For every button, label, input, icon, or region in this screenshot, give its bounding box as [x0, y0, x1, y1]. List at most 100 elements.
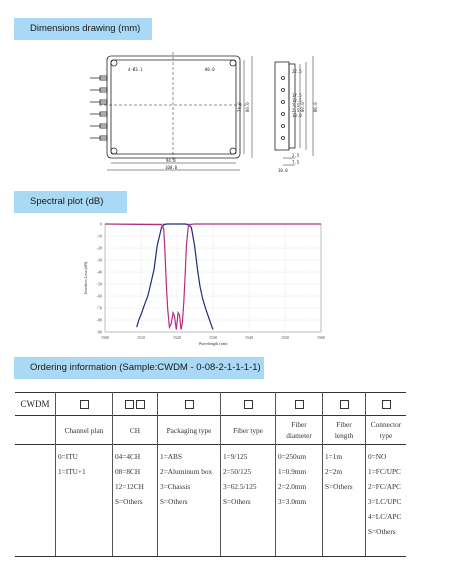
side-bottom-dim: 2.5	[292, 153, 300, 158]
code-box-channel[interactable]	[55, 392, 113, 416]
side-dim: 7.5	[292, 103, 300, 108]
option-text: 1=0.9mm	[278, 467, 307, 476]
dim-height-inner: 74.0	[237, 102, 242, 112]
x-tick-label: 1510	[137, 335, 145, 340]
checkbox[interactable]	[136, 399, 145, 409]
side-dim: 2.5	[292, 108, 300, 113]
column-header-text: diameter	[286, 431, 312, 440]
option-text: 3=LC/UPC	[368, 497, 402, 506]
side-bottom-dim: 10.0	[278, 168, 288, 173]
code-box-connector[interactable]	[365, 392, 406, 416]
column-header: Channel plan	[55, 415, 113, 445]
x-axis-label: Wavelength (nm)	[198, 341, 228, 346]
option-text: 12=12CH	[115, 482, 144, 491]
column-header: Fiber diameter	[275, 415, 323, 445]
code-box-ch[interactable]	[112, 392, 158, 416]
series-line-1	[136, 223, 214, 330]
code-box-fiber-length[interactable]	[322, 392, 366, 416]
option-text: S=Others	[160, 497, 188, 506]
column-header-text: Connector	[370, 420, 402, 429]
column-header-text: type	[379, 431, 393, 440]
checkbox[interactable]	[79, 399, 89, 409]
dimensions-section-title: Dimensions drawing (mm)	[14, 18, 152, 40]
checkbox[interactable]	[184, 399, 194, 409]
side-dim: 22.5	[292, 69, 302, 74]
option-text: 2=2.0mm	[278, 482, 307, 491]
y-tick-label: -30	[97, 258, 102, 263]
x-tick-label: 1560	[317, 335, 325, 340]
header-row: Channel plan CH Packaging type Fiber type Fi…	[15, 415, 406, 445]
column-header-text: Fiber	[336, 420, 352, 429]
y-axis-label: Insertion Loss (dB)	[83, 261, 88, 294]
option-text: 2=Aluminum box	[160, 467, 213, 476]
product-prefix: CWDM	[15, 392, 56, 416]
option-text: 2=50/125	[223, 467, 252, 476]
x-tick-label: 1550	[281, 335, 289, 340]
y-tick-label: -20	[97, 246, 102, 251]
code-box-fiber-type[interactable]	[220, 392, 276, 416]
mount-hole	[110, 59, 118, 67]
option-text: 2=2m	[325, 467, 343, 476]
option-text: 3=62.5/125	[223, 482, 257, 491]
option-text: S=Others	[115, 497, 143, 506]
column-options: 04=4CH 08=8CH 12=12CH S=Others	[112, 444, 158, 557]
option-text: S=Others	[223, 497, 251, 506]
column-header-text: Packaging type	[166, 425, 212, 435]
code-box-fiber-diameter[interactable]	[275, 392, 323, 416]
dimensions-drawing: 4-Ø3.1 80.0 74.0 80.0 94.0 100.0 22.5 17…	[90, 52, 318, 173]
side-height-inner: 80.0	[300, 102, 305, 112]
option-text: 0=NO	[368, 452, 387, 461]
option-text: 1=ABS	[160, 452, 182, 461]
checkbox[interactable]	[339, 399, 349, 409]
column-header: Packaging type	[157, 415, 221, 445]
option-text: S=Others	[368, 527, 396, 536]
option-text: S=Others	[325, 482, 353, 491]
option-text: 1=FC/UPC	[368, 467, 401, 476]
column-header-text: CH	[129, 425, 141, 435]
x-tick-label: 1500	[101, 335, 109, 340]
side-bottom-dim: 7.5	[292, 160, 300, 165]
side-dim: 12.5	[292, 98, 302, 103]
mount-hole	[229, 147, 237, 155]
y-tick-label: -90	[97, 330, 102, 335]
series-line-2	[104, 223, 321, 330]
y-tick-label: -10	[97, 234, 102, 239]
option-text: 04=4CH	[115, 452, 141, 461]
checkbox[interactable]	[243, 399, 253, 409]
dim-width-inner: 94.0	[166, 158, 176, 163]
side-height-outer: 86.0	[313, 102, 318, 112]
spectral-section-title: Spectral plot (dB)	[14, 191, 127, 213]
checkbox[interactable]	[381, 399, 391, 409]
option-text: 2=FC/APC	[368, 482, 401, 491]
column-header: CH	[112, 415, 158, 445]
option-text: 1=1m	[325, 452, 343, 461]
code-row: CWDM	[15, 392, 406, 416]
column-header: Connector type	[365, 415, 406, 445]
mount-hole	[110, 147, 118, 155]
box-outline	[106, 55, 241, 159]
option-text: 0=250um	[278, 452, 307, 461]
checkbox[interactable]	[294, 399, 304, 409]
column-header-text: Channel plan	[64, 425, 104, 435]
checkbox[interactable]	[125, 399, 134, 409]
dim-height-outer: 80.0	[245, 102, 250, 112]
option-text: 08=8CH	[115, 467, 141, 476]
column-header-text: Fiber	[291, 420, 307, 429]
x-tick-label: 1530	[209, 335, 217, 340]
y-tick-label: -40	[97, 270, 102, 275]
x-tick-label: 1540	[245, 335, 253, 340]
option-text: 1=9/125	[223, 452, 248, 461]
column-header: Fiber type	[220, 415, 276, 445]
option-text: 0=ITU	[58, 452, 78, 461]
hole-label: 4-Ø3.1	[128, 67, 143, 72]
code-box-packaging[interactable]	[157, 392, 221, 416]
column-header-text: Fiber type	[233, 425, 263, 435]
y-tick-label: 0	[100, 222, 102, 227]
